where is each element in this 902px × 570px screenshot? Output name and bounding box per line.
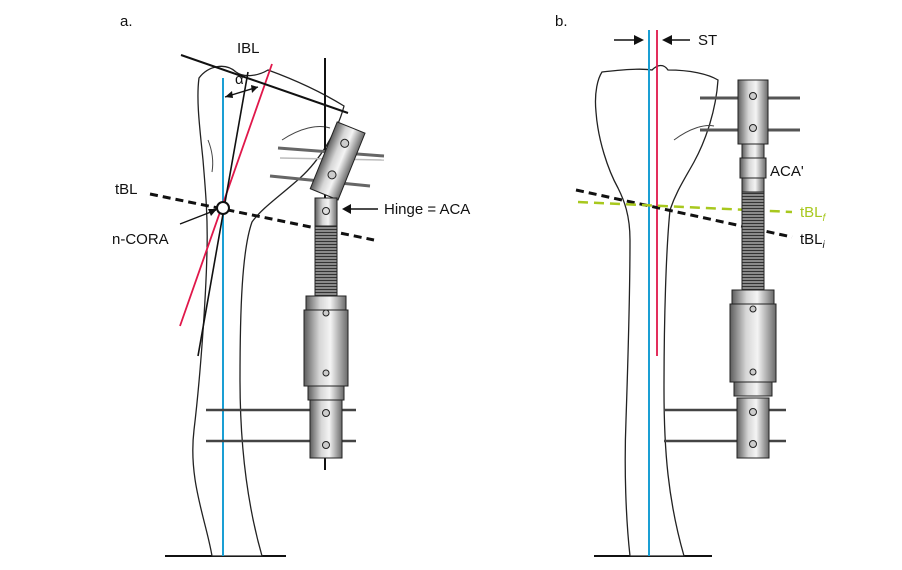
n-cora-point: [216, 201, 230, 215]
alpha-arrowhead-left: [225, 91, 233, 98]
panel-b-label: b.: [555, 13, 568, 30]
body-screw-b2: [749, 368, 757, 376]
body-screw-a2: [322, 369, 330, 377]
tbl-i-label: tBLi: [800, 231, 826, 251]
screw-a2: [327, 170, 337, 180]
upper-clamp-b: [737, 79, 769, 145]
tbl-f-label: tBLf: [800, 204, 827, 224]
hinge-label: Hinge = ACA: [384, 201, 470, 218]
tibia-contour-a2: [207, 139, 214, 173]
collar-a2: [307, 385, 345, 401]
threaded-rod-a: [314, 225, 338, 297]
tbl-label-a: tBL: [115, 181, 138, 198]
hinge-b: [739, 157, 767, 179]
st-arrowhead-left: [634, 35, 644, 45]
threaded-rod-b: [741, 191, 765, 291]
lower-screw-a2: [322, 441, 330, 449]
collar-b4: [733, 381, 773, 397]
panel-b: b. ST tBLf tBLi: [555, 13, 827, 557]
lower-clamp-a: [309, 399, 343, 459]
external-fixator-a: [206, 121, 385, 459]
tbl-i-base: tBL: [800, 231, 823, 248]
lower-screw-a1: [322, 409, 330, 417]
alpha-label: α: [235, 71, 244, 88]
tbl-f-base: tBL: [800, 204, 823, 221]
hinge-bolt: [322, 207, 330, 215]
lower-clamp-b: [736, 397, 770, 459]
tibia-contour-a: [281, 126, 331, 141]
hinge-arrowhead: [342, 204, 351, 214]
st-label: ST: [698, 32, 717, 49]
screw-b2: [749, 124, 757, 132]
tbl-f-subscript: f: [823, 213, 827, 224]
lower-screw-b1: [749, 408, 757, 416]
tbl-i-subscript: i: [823, 240, 826, 251]
collar-a1: [305, 295, 347, 311]
collar-b3: [731, 289, 775, 305]
tibia-contour-b: [673, 125, 715, 141]
ibl-label: IBL: [237, 40, 260, 57]
n-cora-label: n-CORA: [112, 231, 169, 248]
body-screw-a1: [322, 309, 330, 317]
alpha-arrowhead-right: [251, 85, 258, 93]
aca-prime-label: ACA': [770, 163, 804, 180]
screw-a1: [340, 138, 350, 148]
upper-clamp-a: [309, 121, 366, 201]
screw-b1: [749, 92, 757, 100]
panel-a-label: a.: [120, 13, 133, 30]
lower-screw-b2: [749, 440, 757, 448]
collar-b1: [741, 143, 765, 159]
n-cora-arrowhead: [208, 209, 217, 216]
body-screw-b1: [749, 305, 757, 313]
panel-a: a. IBL α tBL n-CORA: [112, 13, 470, 557]
st-arrowhead-right: [662, 35, 672, 45]
external-fixator-b: [664, 79, 800, 459]
ibl-line: [180, 54, 349, 114]
collar-b2: [741, 177, 765, 193]
